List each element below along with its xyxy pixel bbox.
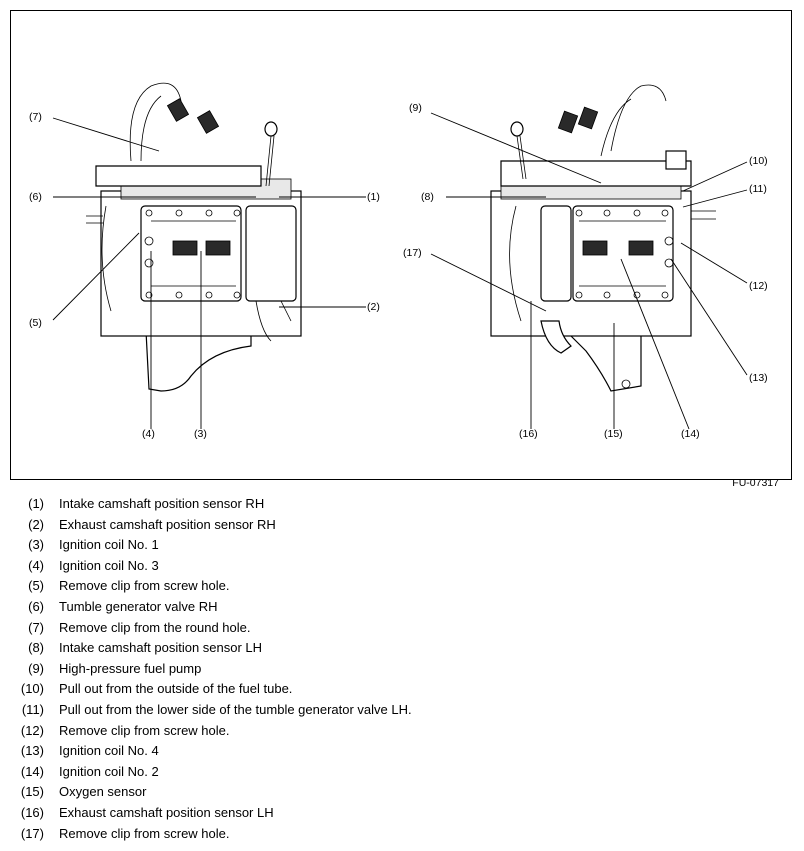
coil-rh-2 [205,240,231,256]
callout-4: (4) [142,428,155,440]
callout-8: (8) [421,191,434,203]
legend-text: High-pressure fuel pump [59,660,202,676]
connector-rh-1 [166,98,190,122]
coil-lh-1 [582,240,608,256]
legend-text: Oxygen sensor [59,784,147,800]
engine-diagram: (7) (6) (1) (2) (5) (4) (3) (8) (9) (10)… [29,82,768,440]
figure-frame: (7) (6) (1) (2) (5) (4) (3) (8) (9) (10)… [10,10,792,489]
oil-pan-rh [145,330,252,392]
legend-text: Pull out from the lower side of the tumb… [59,702,412,717]
harness-loop-rh [129,82,182,162]
cam-cover-lh [540,205,572,302]
connector-rh-2 [196,110,220,134]
connector-lh-1 [557,110,579,134]
dipstick-tube-rh [265,135,275,187]
bolts-lh [575,209,674,299]
head-ribs-rh [151,220,236,287]
legend-text: Remove clip from screw hole. [59,578,230,594]
legend-text: Ignition coil No. 3 [59,557,159,573]
connector-lh-2 [577,106,599,130]
legend-number: (17) [20,825,44,841]
legend-number: (13) [20,743,44,759]
coil-rh-1 [172,240,198,256]
legend-number: (15) [20,784,44,800]
callout-labels: (7) (6) (1) (2) (5) (4) (3) (8) (9) (10)… [29,102,768,440]
callout-16: (16) [519,428,538,440]
legend-text: Exhaust camshaft position sensor LH [59,805,274,820]
legend-text: Intake camshaft position sensor RH [59,496,265,511]
legend-number: (11) [21,702,44,717]
callout-10: (10) [749,155,768,167]
legend-text: Intake camshaft position sensor LH [59,640,263,656]
legend-text: Ignition coil No. 4 [59,743,159,759]
lower-hoses-rh [255,300,292,342]
dipstick-tube-lh [516,135,527,180]
legend-text: Exhaust camshaft position sensor RH [59,516,276,532]
legend-text: Ignition coil No. 1 [59,537,159,553]
side-pipes-rh [86,205,112,312]
legend-text: Pull out from the outside of the fuel tu… [59,681,293,697]
legend-number: (1) [28,496,44,511]
legend-number: (12) [20,722,44,738]
figure-code: FU-07317 [732,477,779,489]
engine-lh-view [490,84,716,392]
callout-13: (13) [749,372,768,384]
legend-number: (3) [28,537,44,553]
side-pipes-lh [509,205,716,322]
leader-lines [52,112,748,430]
legend-text: Remove clip from screw hole. [59,825,230,841]
head-ribs-lh [579,220,666,287]
callout-3: (3) [194,428,207,440]
upper-housing-lh [500,160,692,187]
callout-9: (9) [409,102,422,114]
callout-11: (11) [749,183,767,195]
legend-number: (14) [20,763,44,779]
legend-number: (9) [28,660,44,676]
exhaust-elbow-lh [540,320,572,354]
callout-7: (7) [29,111,42,123]
harness-loop-lh [600,84,667,157]
callout-5: (5) [29,317,42,329]
callout-2: (2) [367,301,380,313]
callout-15: (15) [604,428,623,440]
callout-14: (14) [681,428,700,440]
callout-17: (17) [403,247,422,259]
legend-text: Remove clip from the round hole. [59,619,251,635]
callout-1: (1) [367,191,380,203]
drain-plug-lh [621,379,631,389]
oil-pan-lh [564,330,642,392]
legend-number: (5) [28,578,44,594]
legend-number: (8) [28,640,44,656]
coil-lh-2 [628,240,654,256]
legend-number: (16) [20,805,44,820]
callout-6: (6) [29,191,42,203]
legend-text: Tumble generator valve RH [59,599,218,614]
engine-rh-view [86,82,302,392]
cam-cover-rh [245,205,297,302]
fuel-pump-lh [665,150,687,170]
dipstick-ring-rh [264,121,278,137]
legend-number: (6) [28,599,44,614]
cylinder-head-lh [572,205,674,302]
legend-number: (10) [20,681,44,697]
upper-housing-rh [95,165,262,187]
dipstick-ring-lh [510,121,524,137]
callout-12: (12) [749,280,768,292]
bolts-rh [144,209,241,299]
legend-text: Ignition coil No. 2 [59,763,159,779]
legend-number: (2) [28,516,44,532]
legend-number: (7) [28,619,44,635]
legend-number: (4) [28,557,44,573]
legend-text: Remove clip from screw hole. [59,722,230,738]
